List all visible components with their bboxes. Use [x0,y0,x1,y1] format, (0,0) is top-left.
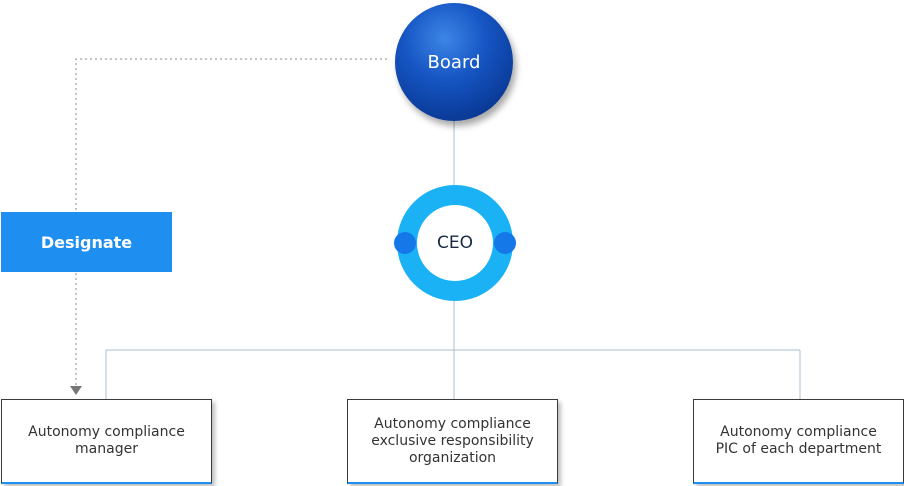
compliance-pic-box: Autonomy compliance PIC of each departme… [693,399,904,484]
ceo-label: CEO [437,233,473,253]
board-label: Board [427,51,481,73]
designation-dotted-path [75,58,387,386]
compliance-pic-label: Autonomy compliance PIC of each departme… [715,424,882,457]
ceo-left-dot [394,232,416,254]
ceo-node: CEO [394,185,516,301]
ceo-right-dot [494,232,516,254]
designate-label: Designate [40,232,133,252]
designate-box: Designate [1,212,172,272]
compliance-manager-box: Autonomy compliance manager [1,399,212,484]
compliance-organization-box: Autonomy compliance exclusive responsibi… [347,399,558,484]
compliance-organization-label: Autonomy compliance exclusive responsibi… [371,415,534,466]
ceo-inner-circle: CEO [417,205,493,281]
board-node: Board [395,3,513,121]
compliance-manager-label: Autonomy compliance manager [28,424,185,457]
designation-arrowhead [70,386,82,395]
